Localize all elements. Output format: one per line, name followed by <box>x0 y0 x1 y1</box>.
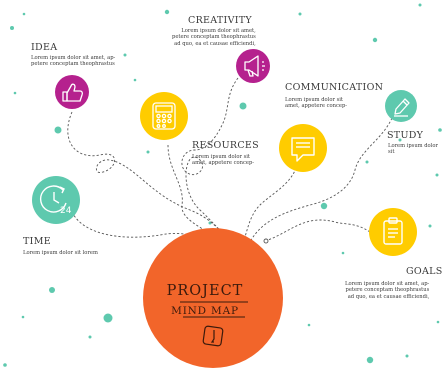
clipboard-icon <box>383 217 403 245</box>
decorative-dots <box>3 3 442 367</box>
resources-title: RESOURCES <box>192 140 259 151</box>
goals-title: GOALS <box>406 266 442 277</box>
connector-creativity <box>181 77 239 241</box>
study-title: STUDY <box>387 130 424 141</box>
megaphone-icon <box>244 55 265 77</box>
goals-node <box>369 208 417 256</box>
thumbs-up-icon <box>62 83 84 102</box>
creativity-node <box>236 49 270 83</box>
study-node <box>385 90 417 122</box>
goals-text: Lorem ipsum dolor sit amet, ap- petere c… <box>345 281 430 300</box>
connector-idea <box>67 111 229 241</box>
resources-node <box>140 92 188 140</box>
calculator-icon <box>152 102 176 130</box>
communication-node <box>279 124 327 172</box>
center-node <box>143 228 283 368</box>
creativity-title: CREATIVITY <box>188 15 253 26</box>
idea-title: IDEA <box>31 42 58 53</box>
creativity-text: Lorem ipsum dolor sit amet, petere conce… <box>172 28 256 47</box>
clock-24-icon <box>40 185 67 213</box>
center-title-line2: MIND MAP <box>171 305 239 317</box>
time-title: TIME <box>23 236 51 247</box>
connector-lines <box>67 77 393 246</box>
study-text: Lorem ipsum dolor sit <box>388 143 438 156</box>
time-node: 24 <box>32 176 80 224</box>
idea-node <box>55 75 89 109</box>
idea-text: Lorem ipsum dolor sit amet, ap- petere c… <box>31 55 116 68</box>
chat-bubble-icon <box>291 137 315 162</box>
resources-text: Lorem ipsum dolor sit amet, appetere con… <box>192 154 255 167</box>
clock-24-badge: 24 <box>60 206 72 216</box>
pencil-icon <box>202 325 224 347</box>
communication-title: COMMUNICATION <box>285 82 384 93</box>
connector-communication <box>243 167 297 241</box>
pencil-icon <box>394 98 410 117</box>
time-text: Lorem ipsum dolor sit lorem <box>23 250 98 256</box>
connector-goals <box>267 219 371 241</box>
connector-study <box>249 117 393 243</box>
center-title-line1: PROJECT <box>166 283 244 299</box>
communication-text: Lorem ipsum dolor sit amet, appetere con… <box>285 97 348 110</box>
